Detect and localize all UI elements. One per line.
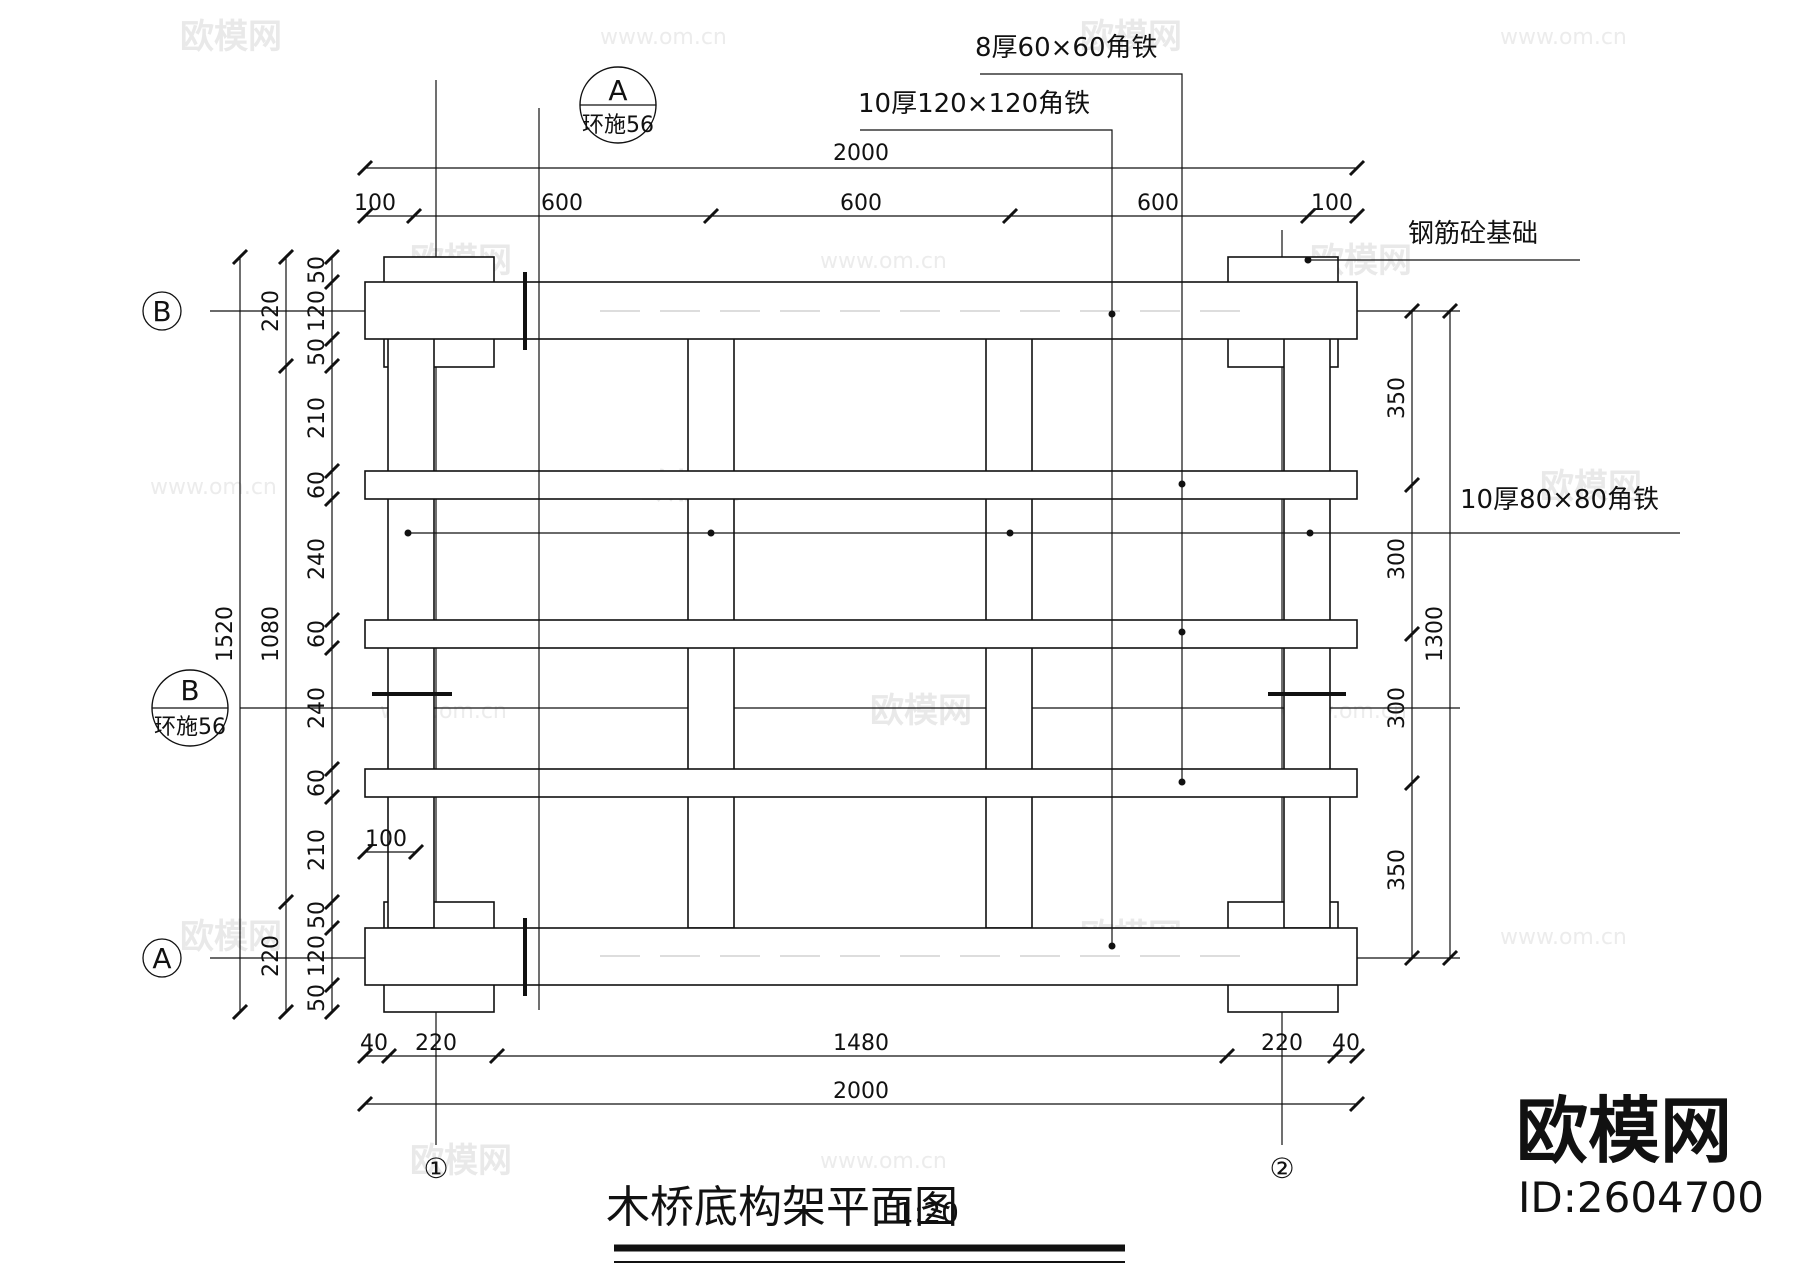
dim-left-chain: 60	[305, 471, 330, 499]
dim-bottom-seg: 40	[360, 1031, 388, 1056]
axis-bubble-1: ①	[423, 1152, 448, 1185]
dim-top-seg: 600	[541, 191, 583, 216]
watermark-url: www.om.cn	[150, 475, 277, 500]
callout-angle-60: 8厚60×60角铁	[975, 33, 1158, 63]
brand-name: 欧模网	[1516, 1089, 1732, 1173]
dim-bottom-seg: 220	[1261, 1031, 1303, 1056]
brand-block: 欧模网 ID:2604700	[1516, 1089, 1764, 1222]
dim-right-total: 1300	[1423, 606, 1448, 662]
dim-left-chain: 210	[305, 829, 330, 871]
watermark-logo: 欧模网	[1540, 467, 1642, 507]
watermark-logo: 欧模网	[180, 17, 282, 57]
axis-bubble-2: ②	[1269, 1152, 1294, 1185]
dim-left-chain: 50	[305, 901, 330, 929]
watermark-logo: 欧模网	[180, 917, 282, 957]
dim-left-chain: 50	[305, 256, 330, 284]
section-b-ref: 环施56	[154, 715, 226, 740]
dim-top-seg: 100	[1311, 191, 1353, 216]
dim-left-chain: 120	[305, 935, 330, 977]
dim-bottom-seg: 40	[1332, 1031, 1360, 1056]
dim-top-seg: 600	[840, 191, 882, 216]
axis-b-label: B	[152, 295, 171, 328]
callout-angle-120: 10厚120×120角铁	[858, 89, 1090, 119]
left-dimensions: 1520 220 1080 220 50 120 50 210 60 240 6…	[213, 248, 341, 1021]
dim-left-chain: 240	[305, 538, 330, 580]
dim-right-chain: 350	[1385, 377, 1410, 419]
axis-a-label: A	[152, 942, 171, 975]
callout-foundation: 钢筋砼基础	[1408, 219, 1538, 249]
drawing-title: 木桥底构架平面图	[606, 1182, 958, 1233]
right-dimensions: 350 300 300 350 1300	[1385, 302, 1459, 967]
dim-bottom-seg: 220	[415, 1031, 457, 1056]
watermark-logo: 欧模网	[410, 1141, 512, 1181]
dim-bottom-seg: 1480	[833, 1031, 889, 1056]
watermark-logo: 欧模网	[1080, 17, 1182, 57]
dim-left-220-bottom: 220	[259, 935, 284, 977]
bottom-dimensions: 40 220 1480 220 40 2000 100	[356, 827, 1366, 1113]
section-a-ref: 环施56	[582, 113, 654, 138]
dim-top-seg: 100	[354, 191, 396, 216]
watermark-url: www.om.cn	[820, 249, 947, 274]
drawing-scale: 1:20	[896, 1196, 959, 1229]
dim-left-inner: 1080	[259, 606, 284, 662]
watermark-logo: 欧模网	[870, 691, 972, 731]
watermark-url: www.om.cn	[820, 1149, 947, 1174]
callout-angle-80: 10厚80×80角铁	[1460, 485, 1659, 515]
drawing-title-block: 木桥底构架平面图 1:20	[606, 1182, 1125, 1263]
section-symbol-a: A 环施56	[579, 66, 657, 144]
dim-left-chain: 60	[305, 769, 330, 797]
section-a-letter: A	[608, 74, 627, 107]
dim-top-total: 2000	[833, 141, 889, 166]
dim-left-chain: 50	[305, 338, 330, 366]
dim-bottom-total: 2000	[833, 1079, 889, 1104]
axis-2-label: ②	[1269, 1152, 1294, 1185]
dim-right-chain: 300	[1385, 687, 1410, 729]
dim-left-chain: 210	[305, 397, 330, 439]
dim-left-chain: 240	[305, 687, 330, 729]
section-symbol-b: B 环施56	[151, 669, 229, 747]
axis-1-label: ①	[423, 1152, 448, 1185]
dim-left-chain: 120	[305, 290, 330, 332]
dim-right-chain: 350	[1385, 849, 1410, 891]
transverse-beams	[364, 281, 1358, 986]
dim-left-chain: 60	[305, 620, 330, 648]
dim-left-220-top: 220	[259, 290, 284, 332]
axis-bubble-b: B	[142, 291, 182, 331]
dim-left-outer: 1520	[213, 606, 238, 662]
dim-small-100: 100	[365, 827, 407, 852]
watermark-url: www.om.cn	[1500, 25, 1627, 50]
dim-top-seg: 600	[1137, 191, 1179, 216]
axis-bubble-a: A	[142, 938, 182, 978]
section-b-letter: B	[180, 674, 199, 707]
dim-right-chain: 300	[1385, 538, 1410, 580]
top-dimensions: 2000 100 600 600 600 100	[354, 141, 1366, 225]
leader-lines	[404, 73, 1680, 1010]
watermark-url: www.om.cn	[1500, 925, 1627, 950]
brand-id: ID:2604700	[1518, 1173, 1764, 1222]
section-cut-marks	[372, 272, 1346, 996]
watermark-url: www.om.cn	[600, 25, 727, 50]
dim-left-chain: 50	[305, 984, 330, 1012]
